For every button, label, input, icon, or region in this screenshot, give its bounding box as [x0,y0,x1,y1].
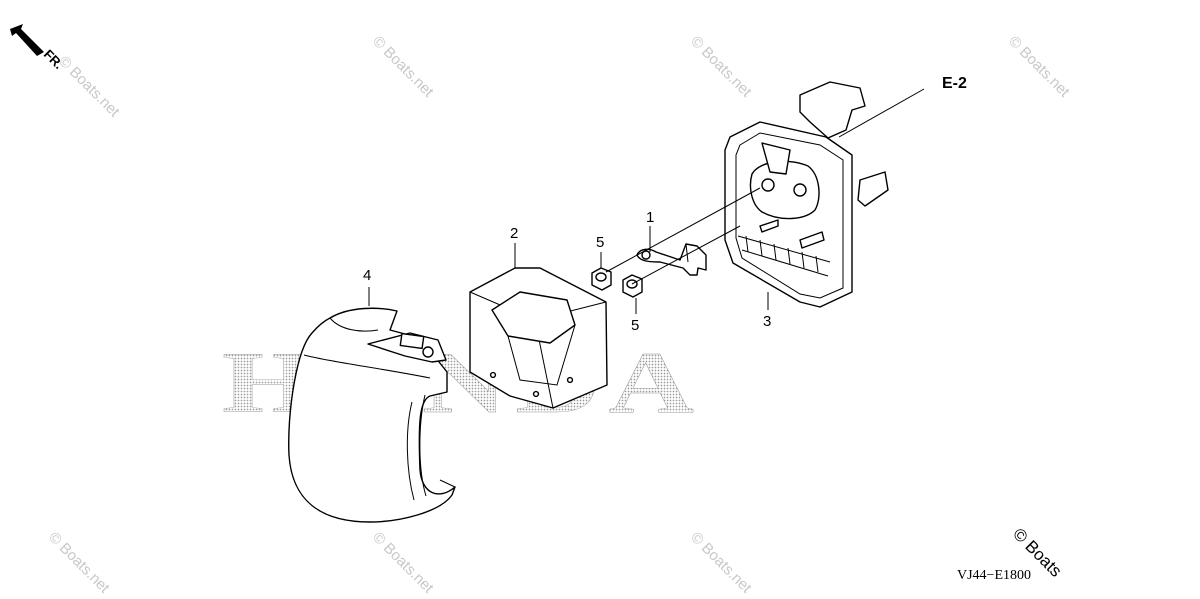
callout-part-5-lower: 5 [631,317,639,334]
callout-part-1: 1 [646,209,654,226]
flange-nut-lower [622,274,643,298]
front-arrow-icon [10,24,44,56]
callout-part-5-upper: 5 [596,234,604,251]
watermark: © Boats.net [687,529,755,597]
watermark: © Boats.net [1005,33,1073,101]
watermark: © Boats.net [55,53,123,121]
air-cleaner-cover [288,307,456,523]
watermark: © Boats.net [369,529,437,597]
callout-part-4: 4 [363,267,371,284]
watermark: © Boats.net [369,33,437,101]
air-cleaner-case [724,81,889,308]
watermark: © Boats.net [687,33,755,101]
reference-label: E-2 [942,75,967,92]
watermark: © Boats.net [45,529,113,597]
breather-bracket [636,243,707,276]
leader-lines [368,88,925,314]
callout-part-3: 3 [763,313,771,330]
diagram-code: VJ44−E1800 [957,568,1031,583]
callout-part-2: 2 [510,225,518,242]
air-cleaner-element [469,267,608,409]
